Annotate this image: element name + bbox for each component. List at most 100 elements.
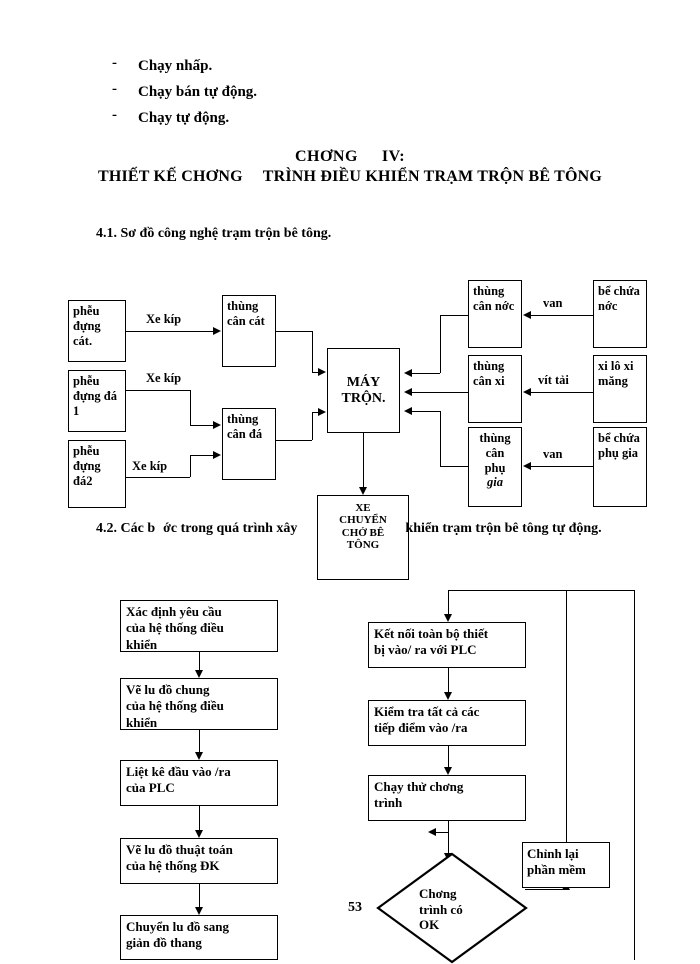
connector-weighsand-b bbox=[312, 331, 313, 372]
list-item: - Chạy nhấp. bbox=[112, 56, 512, 84]
arrowhead-van-water bbox=[523, 311, 531, 319]
connector-stone1-a bbox=[126, 390, 190, 391]
box-weigh-additive-line2: cân bbox=[485, 445, 505, 460]
connector-stone2-b bbox=[190, 455, 191, 477]
connector-cement bbox=[412, 392, 468, 393]
bullet-text: Chạy bán tự động. bbox=[138, 84, 258, 100]
box-silo-cement-label: xi lô xi măng bbox=[598, 359, 634, 388]
connector-feedback-top bbox=[448, 590, 635, 591]
flow-box-general-diagram-line3: khiển bbox=[126, 714, 158, 730]
chapter-title-part2: TRÌNH ĐIỀU KHIỂN TRẠM TRỘN BÊ TÔNG bbox=[262, 168, 603, 185]
bullet-text: Chạy nhấp. bbox=[138, 58, 213, 74]
box-hopper-sand: phễu đựng cát. bbox=[68, 300, 126, 362]
connector-decision-no-h bbox=[525, 889, 566, 890]
flow-box-connect-devices-line2: bị vào/ ra với PLC bbox=[374, 642, 477, 658]
flow-box-general-diagram-line1: Vẽ lu đồ chung bbox=[126, 682, 210, 697]
box-silo-cement: xi lô xi măng bbox=[593, 355, 647, 423]
box-weigh-cement-label: thùng cân xi bbox=[473, 359, 505, 388]
flow-box-check-contacts-line1: Kiểm tra tất cả các bbox=[374, 704, 480, 719]
arrowhead-flow-left-3 bbox=[195, 830, 203, 838]
bullet-marker: - bbox=[112, 107, 117, 123]
arrowhead-feedback-entry bbox=[444, 614, 452, 622]
flow-box-test-run: Chạy thử chơng trình bbox=[368, 775, 526, 821]
connector-weighsand-c bbox=[312, 372, 322, 373]
box-weigh-additive-line1: thùng bbox=[479, 431, 511, 445]
edge-label-screw-conveyor: vít tải bbox=[536, 373, 571, 388]
chapter-number: IV: bbox=[381, 148, 406, 165]
connector-fix-join-h bbox=[434, 832, 448, 833]
connector-flow-left-1 bbox=[199, 652, 200, 670]
box-mixer: MÁY TRỘN. bbox=[327, 348, 400, 433]
box-tank-additive: bể chứa phụ gia bbox=[593, 427, 647, 507]
connector-stone2-c bbox=[190, 455, 214, 456]
box-tank-additive-label: bể chứa phụ gia bbox=[598, 431, 640, 460]
box-hopper-stone2-label: phễu đựng đá2 bbox=[73, 444, 101, 488]
box-weigh-stone-label: thùng cân đá bbox=[227, 412, 263, 441]
flow-box-general-diagram-line2: của hệ thống điều bbox=[126, 698, 224, 714]
decision-line1: Chơng bbox=[419, 886, 457, 901]
box-weigh-water: thùng cân nớc bbox=[468, 280, 522, 348]
box-weigh-stone: thùng cân đá bbox=[222, 408, 276, 480]
bullet-marker: - bbox=[112, 81, 117, 97]
flow-box-list-io: Liệt kê đầu vào /ra của PLC bbox=[120, 760, 278, 806]
flow-box-test-run-line1: Chạy thử chơng bbox=[374, 779, 464, 794]
decision-diamond-text: Chơng trình có OK bbox=[419, 886, 463, 933]
connector-weighstone-c bbox=[312, 412, 322, 413]
connector-van-additive bbox=[531, 466, 593, 467]
connector-mixer-transport bbox=[363, 433, 364, 487]
connector-stone1-b bbox=[190, 390, 191, 425]
arrowhead-water bbox=[404, 369, 412, 377]
connector-weighsand-a bbox=[276, 331, 312, 332]
box-weigh-cement: thùng cân xi bbox=[468, 355, 522, 423]
decision-line2: trình có bbox=[419, 901, 463, 917]
arrowhead-mixer-transport bbox=[359, 487, 367, 495]
box-transport-line3: CHỞ BÊ bbox=[341, 526, 385, 539]
flow-box-list-io-line2: của PLC bbox=[126, 780, 175, 796]
connector-fix-to-top bbox=[566, 590, 567, 842]
connector-feedback-down bbox=[448, 590, 449, 614]
box-weigh-sand: thùng cân cát bbox=[222, 295, 276, 367]
arrowhead-flow-left-4 bbox=[195, 907, 203, 915]
box-weigh-additive: thùng cân phụ gia bbox=[468, 427, 522, 507]
flow-box-requirements-line1: Xác định yêu cầu bbox=[126, 604, 222, 619]
chapter-title-part1: THIẾT KẾ CHƠNG bbox=[97, 168, 243, 185]
flow-box-list-io-line1: Liệt kê đầu vào /ra bbox=[126, 764, 231, 779]
section-heading-41: 4.1. Sơ đồ công nghệ trạm trộn bê tông. bbox=[96, 226, 332, 241]
flow-box-requirements-line3: khiển bbox=[126, 636, 158, 652]
box-tank-water: bể chứa nớc bbox=[593, 280, 647, 348]
arrowhead-weighsand bbox=[318, 368, 326, 376]
decision-line3: OK bbox=[419, 917, 440, 933]
connector-weighstone-a bbox=[276, 440, 312, 441]
box-transport-vehicle: XE CHUYỂN CHỞ BÊ TÔNG bbox=[317, 495, 409, 580]
box-hopper-sand-label: phễu đựng cát. bbox=[73, 304, 101, 348]
flow-box-connect-devices-line1: Kết nối toàn bộ thiết bbox=[374, 626, 489, 641]
edge-label-valve-additive: van bbox=[541, 447, 565, 462]
section-42-part1: 4.2. Các b bbox=[96, 521, 156, 536]
connector-flow-left-4 bbox=[199, 884, 200, 907]
connector-feedback-far-right bbox=[634, 590, 635, 960]
arrowhead-van-additive bbox=[523, 462, 531, 470]
arrowhead-additive bbox=[404, 407, 412, 415]
connector-additive-c bbox=[412, 411, 440, 412]
chapter-heading-line2: THIẾT KẾ CHƠNG TRÌNH ĐIỀU KHIỂN TRẠM TRỘN… bbox=[0, 168, 700, 186]
connector-stone2-a bbox=[126, 477, 190, 478]
connector-flow-right-2 bbox=[448, 746, 449, 767]
connector-additive-b bbox=[440, 411, 441, 466]
box-weigh-sand-label: thùng cân cát bbox=[227, 299, 265, 328]
flow-box-fix-software-line1: Chỉnh lại bbox=[527, 846, 579, 861]
section-42-part3: khiển trạm trộn bê tông tự động. bbox=[405, 521, 602, 536]
arrowhead-screw-cement bbox=[523, 388, 531, 396]
flow-box-algorithm-diagram-line2: của hệ thống ĐK bbox=[126, 858, 220, 874]
box-hopper-stone1-label: phễu đựng đá 1 bbox=[73, 374, 117, 418]
bullet-list: - Chạy nhấp. - Chạy bán tự động. - Chạy … bbox=[112, 56, 512, 136]
flow-box-check-contacts-line2: tiếp điểm vào /ra bbox=[374, 720, 468, 736]
flow-box-check-contacts: Kiểm tra tất cả các tiếp điểm vào /ra bbox=[368, 700, 526, 746]
arrowhead-sand bbox=[213, 327, 221, 335]
box-transport-line2: CHUYỂN bbox=[339, 514, 387, 527]
edge-label-valve-water: van bbox=[541, 296, 565, 311]
arrowhead-fix-join bbox=[428, 828, 436, 836]
flow-box-fix-software-line2: phần mềm bbox=[527, 862, 586, 878]
